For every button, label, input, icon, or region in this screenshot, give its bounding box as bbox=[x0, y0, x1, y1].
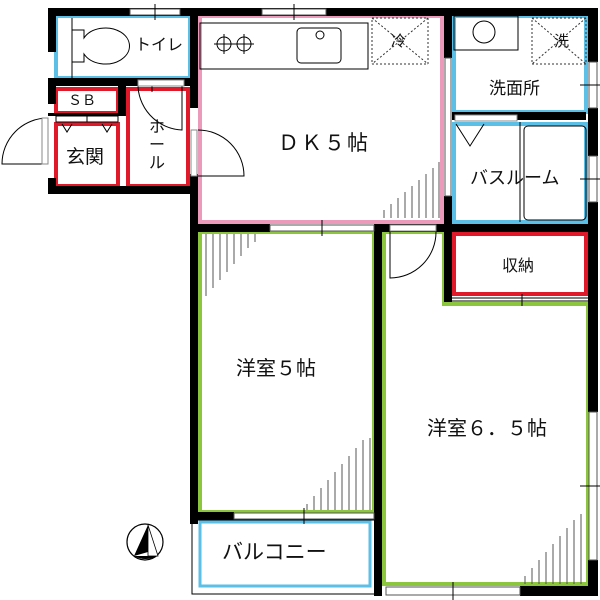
room-label-dining-kitchen: ＤＫ５帖 bbox=[278, 131, 370, 155]
room-label-toilet: トイレ bbox=[135, 35, 184, 54]
doors bbox=[1, 79, 518, 279]
stove-icon bbox=[214, 34, 254, 54]
wash-basin-icon bbox=[453, 15, 519, 51]
fridge-space bbox=[371, 17, 429, 65]
room-label-hall: ホール bbox=[148, 117, 165, 172]
north-arrow-icon bbox=[126, 523, 164, 561]
kitchen-counter bbox=[199, 22, 369, 70]
room-label-western-room-6-5: 洋室６．５帖 bbox=[427, 416, 547, 440]
sink-icon bbox=[296, 27, 342, 64]
closet-sliding-door bbox=[452, 294, 588, 306]
shoe-box-shelf bbox=[55, 115, 119, 133]
room-label-balcony: バルコニー bbox=[222, 540, 327, 564]
fridge-label: 冷 bbox=[391, 32, 407, 50]
closet-outline bbox=[452, 232, 588, 296]
room-label-shoe-box: ＳＢ bbox=[68, 93, 96, 109]
bathtub-icon bbox=[519, 122, 587, 222]
washer-label: 洗 bbox=[554, 32, 570, 50]
room-label-bathroom: バスルーム bbox=[470, 168, 560, 189]
hatch bbox=[205, 162, 582, 584]
room-label-entrance: 玄関 bbox=[66, 146, 105, 168]
western-room-6-5-outline bbox=[382, 230, 590, 586]
room-label-washroom: 洗面所 bbox=[489, 79, 540, 99]
room-label-western-room-5: 洋室５帖 bbox=[236, 356, 316, 380]
toilet-bowl-icon bbox=[71, 18, 130, 80]
room-label-closet: 収納 bbox=[502, 256, 535, 275]
balcony-outline bbox=[198, 520, 372, 588]
washer-space bbox=[531, 17, 587, 65]
